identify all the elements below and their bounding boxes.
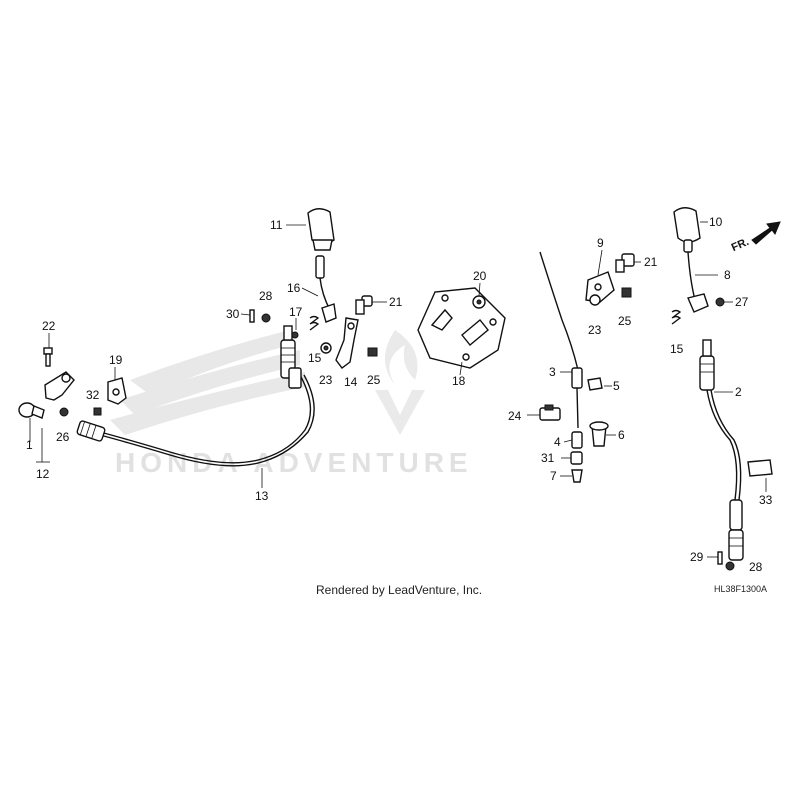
part-32-bolt	[93, 407, 102, 416]
callout-2: 2	[735, 385, 742, 399]
part-10-shift-knob	[673, 207, 701, 243]
part-15-spring-left	[309, 315, 320, 331]
part-31-sleeve	[570, 451, 583, 465]
part-28-nut-left	[261, 313, 271, 323]
part-2-cable	[699, 339, 744, 561]
part-16-shift-lever	[315, 255, 337, 323]
arrow-icon	[751, 221, 781, 245]
footer-credit: Rendered by LeadVenture, Inc.	[316, 583, 482, 597]
watermark-text: HONDA ADVENTURE	[115, 447, 473, 478]
callout-7: 7	[550, 469, 557, 483]
part-23-nut-left	[320, 342, 332, 354]
callout-20: 20	[473, 269, 487, 283]
callout-24: 24	[508, 409, 522, 423]
part-1-cable-end	[18, 402, 45, 419]
part-28-nut-right	[725, 561, 735, 571]
part-5-clip	[587, 377, 603, 391]
part-15-spring-right	[671, 309, 682, 325]
callout-16: 16	[287, 281, 301, 295]
callout-27: 27	[735, 295, 749, 309]
front-direction-indicator: FR.	[730, 221, 781, 254]
callout-5: 5	[613, 379, 620, 393]
part-24-clamp	[539, 404, 561, 421]
callout-28-right: 28	[749, 560, 763, 574]
callout-23-left: 23	[319, 373, 333, 387]
callout-15-right: 15	[670, 342, 684, 356]
callout-25-left: 25	[367, 373, 381, 387]
callout-19: 19	[109, 353, 123, 367]
callout-14: 14	[344, 375, 358, 389]
callout-32: 32	[86, 388, 100, 402]
callout-26: 26	[56, 430, 70, 444]
callout-15-left: 15	[308, 351, 322, 365]
callout-25-right: 25	[618, 314, 632, 328]
part-27-nut	[715, 297, 725, 307]
part-12-bracket	[44, 371, 75, 401]
callout-8: 8	[724, 268, 731, 282]
callout-29: 29	[690, 550, 704, 564]
part-6-grommet	[589, 421, 609, 447]
callout-22: 22	[42, 319, 56, 333]
callout-6: 6	[618, 428, 625, 442]
cable-13	[76, 325, 315, 467]
part-21-bolt-left	[355, 295, 373, 315]
part-14-arm	[335, 317, 359, 369]
callout-11: 11	[270, 218, 283, 232]
part-22-bolt	[43, 347, 53, 367]
callout-23-right: 23	[588, 323, 602, 337]
callout-10: 10	[709, 215, 723, 229]
part-25-bolt-left	[367, 347, 378, 357]
part-30-pin-left	[249, 309, 255, 323]
diagram-code: HL38F1300A	[714, 584, 767, 594]
part-8-shift-lever	[683, 239, 709, 313]
callout-4: 4	[554, 435, 561, 449]
callout-12: 12	[36, 467, 50, 481]
callout-18: 18	[452, 374, 466, 388]
callout-21-left: 21	[389, 295, 403, 309]
part-7-cap	[571, 469, 583, 483]
callout-3: 3	[549, 365, 556, 379]
callout-33: 33	[759, 493, 773, 507]
part-19-clamp	[107, 377, 127, 405]
part-4-adjuster	[571, 431, 583, 449]
part-9-bracket	[585, 271, 615, 303]
part-23-nut-right	[589, 294, 601, 306]
callout-9: 9	[597, 236, 604, 250]
part-21-bolt-right	[615, 253, 635, 273]
callout-13: 13	[255, 489, 269, 503]
callout-30: 30	[226, 307, 240, 321]
watermark-logo: HONDA ADVENTURE	[110, 330, 473, 478]
callouts: 11 16 28 30 17 15 23 14 21 25 20 18 22 1…	[26, 215, 773, 574]
callout-28-left: 28	[259, 289, 273, 303]
part-26-nut	[59, 407, 69, 417]
part-20-bolt	[472, 295, 486, 309]
part-25-bolt-right	[621, 287, 632, 298]
part-33-clamp	[747, 459, 773, 477]
callout-31: 31	[541, 451, 555, 465]
part-18-plate	[417, 287, 506, 369]
callout-1: 1	[26, 438, 33, 452]
part-3-cable	[539, 251, 583, 429]
leader-lines	[29, 221, 767, 558]
direction-label: FR.	[730, 236, 751, 254]
callout-17: 17	[289, 305, 303, 319]
part-17-clip	[291, 331, 299, 339]
callout-21-right: 21	[644, 255, 658, 269]
part-29-pin	[717, 551, 723, 565]
part-11-shift-knob	[307, 208, 335, 251]
